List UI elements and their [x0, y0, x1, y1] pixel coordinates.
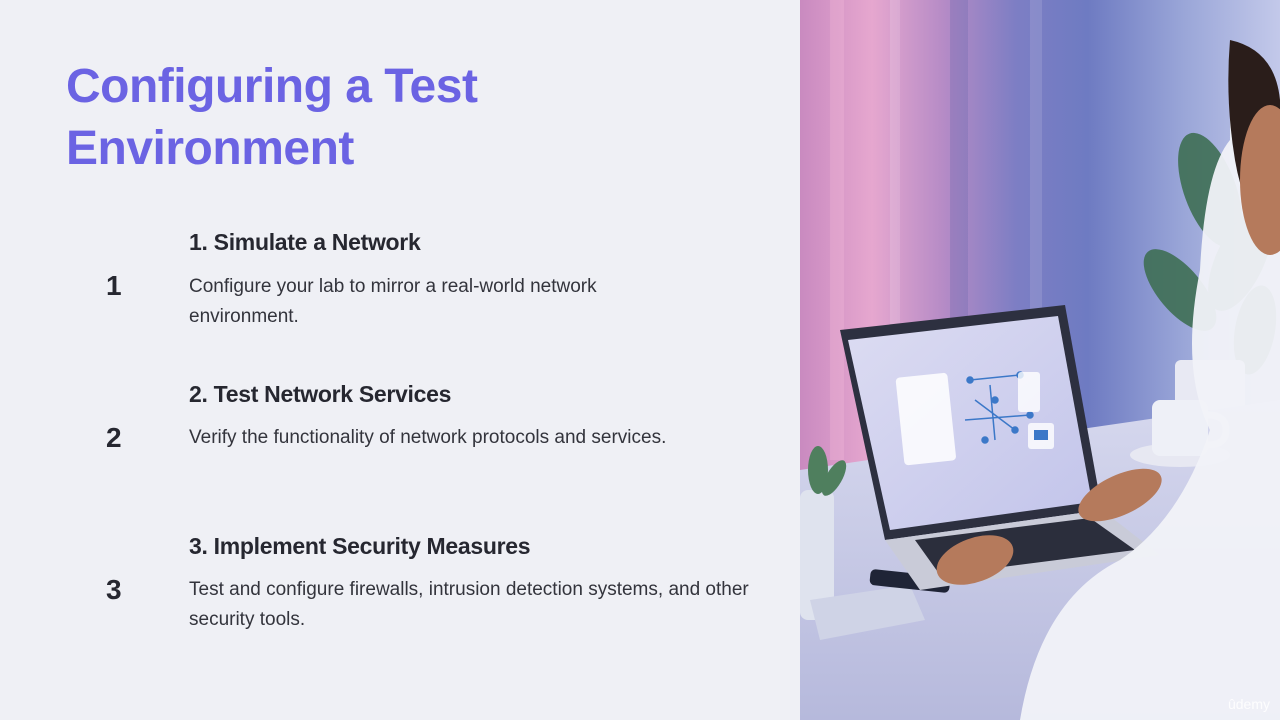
step-title: 1. Simulate a Network	[189, 229, 421, 255]
step-description: Test and configure firewalls, intrusion …	[189, 579, 749, 630]
udemy-logo: ûdemy	[1227, 696, 1270, 712]
step-title: 2. Test Network Services	[189, 381, 452, 407]
step-number: 3	[106, 574, 122, 605]
laptop-illustration	[800, 0, 1280, 720]
laptop-photo: ûdemy	[800, 0, 1280, 720]
step-number: 2	[106, 422, 122, 453]
step-title: 3. Implement Security Measures	[189, 533, 531, 559]
slide-content: Configuring a Test Environment 1 1. Simu…	[66, 60, 749, 630]
slide-title: Configuring a Test Environment	[66, 60, 478, 175]
step-number: 1	[106, 270, 122, 301]
step-description: Verify the functionality of network prot…	[189, 427, 667, 448]
step-description: Configure your lab to mirror a real-worl…	[189, 276, 597, 327]
